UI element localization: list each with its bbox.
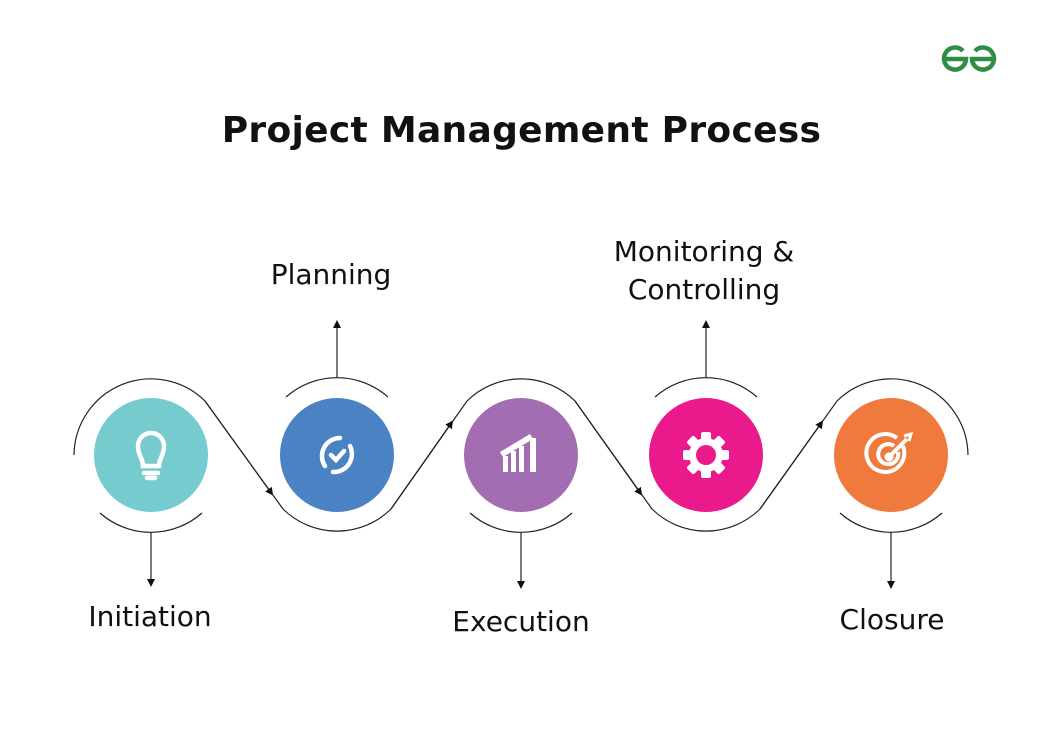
connector-monitoring xyxy=(654,320,758,398)
connector-closure xyxy=(839,512,943,589)
bar-chart-icon xyxy=(500,434,536,472)
gfg-logo xyxy=(940,44,998,78)
step-circle-planning xyxy=(280,398,394,512)
label-monitoring-line1: Monitoring & xyxy=(613,235,795,268)
page-title: Project Management Process xyxy=(221,110,822,151)
flow-arrow xyxy=(204,400,274,496)
step-circle-initiation xyxy=(94,398,208,512)
label-planning: Planning xyxy=(270,258,392,291)
flow-arrow xyxy=(759,420,824,510)
check-cycle-icon xyxy=(319,435,355,475)
label-closure: Closure xyxy=(839,603,945,636)
connector-initiation xyxy=(99,512,203,587)
label-monitoring-line2: Controlling xyxy=(627,273,781,306)
label-monitoring: Monitoring & Controlling xyxy=(574,233,834,309)
label-initiation: Initiation xyxy=(88,600,212,633)
flow-arrow xyxy=(390,420,454,510)
connector-planning xyxy=(285,320,389,398)
label-execution: Execution xyxy=(452,605,590,638)
flow-arrow xyxy=(574,400,643,496)
connector-execution xyxy=(469,512,573,589)
flow-path xyxy=(73,378,969,532)
gear-icon xyxy=(683,432,729,478)
target-icon xyxy=(864,431,914,474)
lightbulb-icon xyxy=(135,430,167,481)
